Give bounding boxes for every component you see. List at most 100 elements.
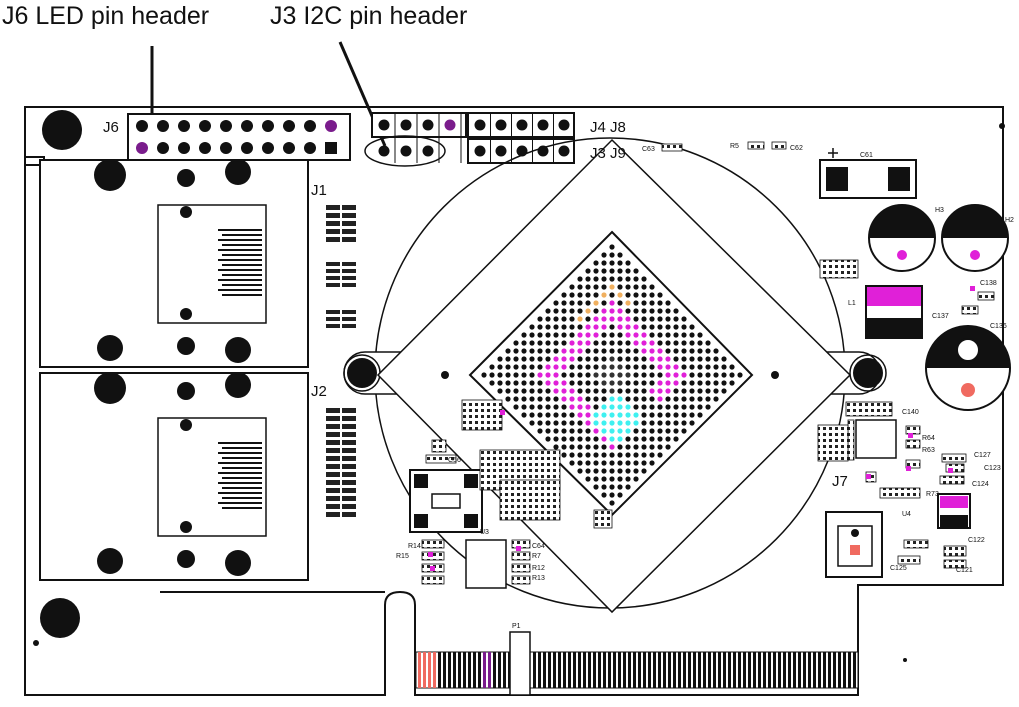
bga-ball	[609, 268, 615, 274]
bga-ball	[625, 444, 631, 450]
inductor-l1	[865, 285, 923, 339]
bga-ball	[569, 444, 575, 450]
bga-ball	[665, 380, 671, 386]
smd-part	[977, 291, 995, 301]
smd-part	[421, 539, 445, 549]
bga-ball	[713, 380, 719, 386]
bga-ball	[601, 420, 607, 426]
edge-finger	[543, 652, 546, 688]
edge-finger	[538, 652, 541, 688]
bga-ball	[593, 308, 599, 314]
edge-finger	[633, 652, 636, 688]
edge-finger	[848, 652, 851, 688]
bga-ball	[617, 332, 623, 338]
j6-pin	[262, 142, 274, 154]
bga-ball	[569, 380, 575, 386]
label-c122: C122	[968, 537, 985, 544]
bga-ball	[649, 412, 655, 418]
bga-ball	[649, 396, 655, 402]
j4-pin	[422, 119, 434, 131]
bga-ball	[609, 388, 615, 394]
bga-ball	[657, 292, 663, 298]
label-c56: C56	[448, 457, 461, 464]
bga-ball	[577, 452, 583, 458]
bga-ball	[569, 300, 575, 306]
bga-ball	[593, 284, 599, 290]
edge-finger	[718, 652, 721, 688]
smd-part	[326, 408, 340, 413]
bga-ball	[569, 372, 575, 378]
bga-ball	[673, 340, 679, 346]
edge-finger	[708, 652, 711, 688]
bga-ball	[577, 340, 583, 346]
bga-ball	[633, 340, 639, 346]
bga-ball	[617, 396, 623, 402]
edge-finger	[563, 652, 566, 688]
bga-ball	[481, 372, 487, 378]
bga-ball	[569, 428, 575, 434]
bga-ball	[705, 364, 711, 370]
bga-ball	[593, 348, 599, 354]
bga-ball	[529, 420, 535, 426]
bga-ball	[625, 300, 631, 306]
bga-ball	[577, 460, 583, 466]
bga-ball	[665, 444, 671, 450]
bga-ball	[617, 268, 623, 274]
bga-ball	[505, 396, 511, 402]
label-r15: R15	[396, 553, 409, 560]
bga-ball	[617, 324, 623, 330]
connector-hole	[177, 550, 195, 568]
bga-ball	[721, 372, 727, 378]
bga-ball	[553, 332, 559, 338]
edge-finger	[703, 652, 706, 688]
edge-finger	[798, 652, 801, 688]
bga-ball	[601, 444, 607, 450]
bga-ball	[561, 356, 567, 362]
bga-ball	[617, 348, 623, 354]
bga-ball	[665, 412, 671, 418]
bga-ball	[609, 396, 615, 402]
smd-part	[326, 262, 340, 266]
bga-ball	[585, 324, 591, 330]
edge-finger	[578, 652, 581, 688]
bga-ball	[625, 484, 631, 490]
bga-ball	[641, 308, 647, 314]
label-c140: C140	[902, 409, 919, 416]
edge-finger	[778, 652, 781, 688]
bga-ball	[577, 468, 583, 474]
bga-ball	[489, 364, 495, 370]
smd-part	[461, 399, 503, 431]
bga-ball	[721, 364, 727, 370]
smd-part	[342, 229, 356, 234]
bga-ball	[625, 452, 631, 458]
edge-finger	[723, 652, 726, 688]
bga-ball	[689, 356, 695, 362]
bga-ball	[633, 380, 639, 386]
bga-ball	[633, 276, 639, 282]
smd-part	[326, 229, 340, 234]
edge-finger	[438, 652, 441, 688]
edge-finger	[553, 652, 556, 688]
bga-ball	[673, 428, 679, 434]
bga-ball	[545, 308, 551, 314]
bga-ball	[737, 372, 743, 378]
bga-ball	[625, 460, 631, 466]
bga-ball	[705, 396, 711, 402]
label-c138: C138	[980, 280, 997, 287]
label-c61: C61	[860, 152, 873, 159]
bga-ball	[649, 308, 655, 314]
bga-ball	[625, 268, 631, 274]
label-c123: C123	[984, 465, 1001, 472]
chip-u4	[855, 419, 897, 459]
smd-part	[326, 213, 340, 218]
bga-ball	[593, 436, 599, 442]
smd-part	[905, 459, 921, 469]
bga-ball	[513, 388, 519, 394]
bga-ball	[497, 388, 503, 394]
bga-ball	[601, 348, 607, 354]
label-c124: C124	[972, 481, 989, 488]
bga-ball	[577, 420, 583, 426]
bga-ball	[641, 340, 647, 346]
bga-ball	[577, 444, 583, 450]
smd-part	[326, 221, 340, 226]
